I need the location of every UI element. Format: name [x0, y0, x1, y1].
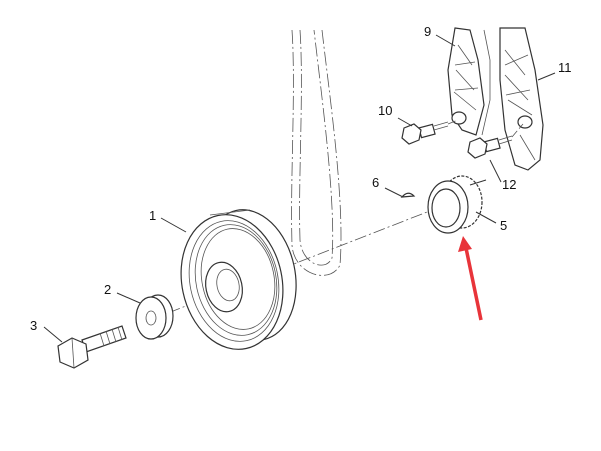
chain-guide-9	[447, 27, 491, 136]
woodruff-key-6	[400, 192, 416, 198]
callout-1: 1	[149, 208, 156, 223]
callout-10: 10	[378, 103, 392, 118]
center-axis-line	[149, 204, 446, 321]
leader-lines	[43, 34, 556, 343]
guide-bolt-12	[467, 123, 524, 159]
callout-3: 3	[30, 318, 37, 333]
balancer-bolt-3	[57, 325, 127, 369]
highlight-arrow	[458, 236, 483, 321]
callout-6: 6	[372, 175, 379, 190]
callout-9: 9	[424, 24, 431, 39]
callout-2: 2	[104, 282, 111, 297]
balancer-pulley-1	[180, 209, 297, 350]
guide-bolt-10	[401, 119, 459, 145]
washer-2	[135, 294, 174, 340]
callout-5: 5	[500, 218, 507, 233]
chain-guide-11	[499, 27, 544, 171]
callout-12: 12	[502, 177, 516, 192]
crankshaft-sprocket-5	[427, 175, 483, 234]
timing-chain-outline	[291, 29, 342, 276]
callout-11: 11	[558, 60, 572, 75]
